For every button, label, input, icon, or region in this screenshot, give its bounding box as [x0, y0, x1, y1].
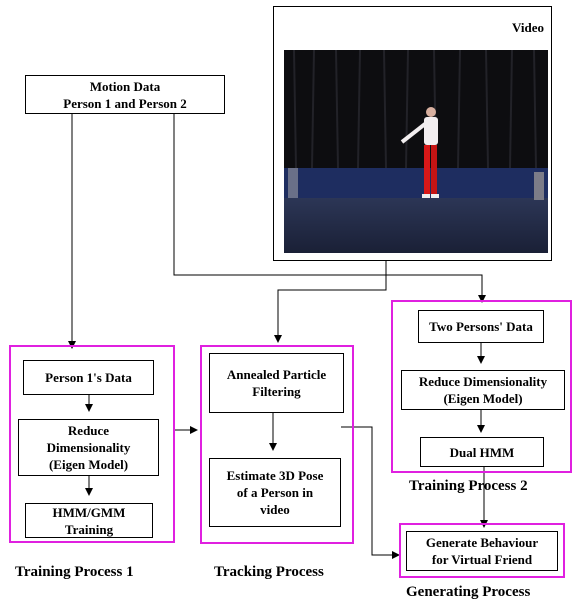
motion-data-line1: Motion Data — [89, 78, 161, 94]
motion-data-box: Motion Data Person 1 and Person 2 — [25, 75, 225, 114]
hmm-gmm-line1: HMM/GMM — [52, 504, 126, 520]
reduce2-line1: Reduce Dimensionality — [418, 374, 548, 389]
arrow-video-to-annealed — [274, 261, 387, 343]
video-still-image — [284, 50, 548, 253]
reduce-dimensionality-2-box: Reduce Dimensionality (Eigen Model) — [401, 370, 565, 410]
tracking-process-group — [200, 345, 354, 544]
reduce1-line1: Reduce — [67, 423, 110, 438]
dual-hmm-label: Dual HMM — [449, 444, 515, 460]
video-frame: Video — [273, 6, 552, 261]
generate-line2: for Virtual Friend — [431, 552, 533, 567]
hmm-gmm-training-box: HMM/GMM Training — [25, 503, 153, 538]
annealed-line1: Annealed Particle — [226, 367, 327, 382]
reduce1-line2: Dimensionality — [46, 440, 131, 455]
generating-process-caption: Generating Process — [406, 584, 531, 600]
training-process-1-group — [9, 345, 175, 543]
motion-data-line2: Person 1 and Person 2 — [63, 95, 187, 111]
annealed-particle-filtering-box: Annealed Particle Filtering — [209, 353, 344, 413]
two-persons-data-label: Two Persons' Data — [429, 319, 533, 334]
generating-process-group — [399, 523, 565, 578]
estimate-line1: Estimate 3D Pose — [226, 468, 324, 483]
estimate-3d-pose-box: Estimate 3D Pose of a Person in video — [209, 458, 341, 527]
reduce1-line3: (Eigen Model) — [48, 457, 129, 472]
reduce2-line2: (Eigen Model) — [443, 391, 523, 406]
estimate-line2: of a Person in — [236, 485, 314, 500]
dual-hmm-box: Dual HMM — [420, 437, 544, 467]
hmm-gmm-line2: Training — [64, 521, 114, 537]
two-persons-data-box: Two Persons' Data — [418, 310, 544, 343]
arrow-motion-to-two-persons — [173, 113, 486, 303]
training-process-2-caption: Training Process 2 — [409, 478, 528, 494]
training-process-2-group — [391, 300, 572, 473]
video-label: Video — [511, 20, 544, 35]
tracking-process-caption: Tracking Process — [214, 564, 324, 580]
person1-data-box: Person 1's Data — [23, 360, 154, 395]
generate-behaviour-box: Generate Behaviour for Virtual Friend — [406, 531, 558, 571]
estimate-line3: video — [260, 502, 290, 517]
person1-data-label: Person 1's Data — [45, 370, 132, 385]
arrow-estimate-to-generate — [341, 426, 400, 559]
reduce-dimensionality-1-box: Reduce Dimensionality (Eigen Model) — [18, 419, 159, 476]
video-scene-illustration — [284, 50, 548, 253]
generate-line1: Generate Behaviour — [425, 535, 539, 550]
annealed-line2: Filtering — [252, 384, 301, 399]
training-process-1-caption: Training Process 1 — [15, 564, 134, 580]
